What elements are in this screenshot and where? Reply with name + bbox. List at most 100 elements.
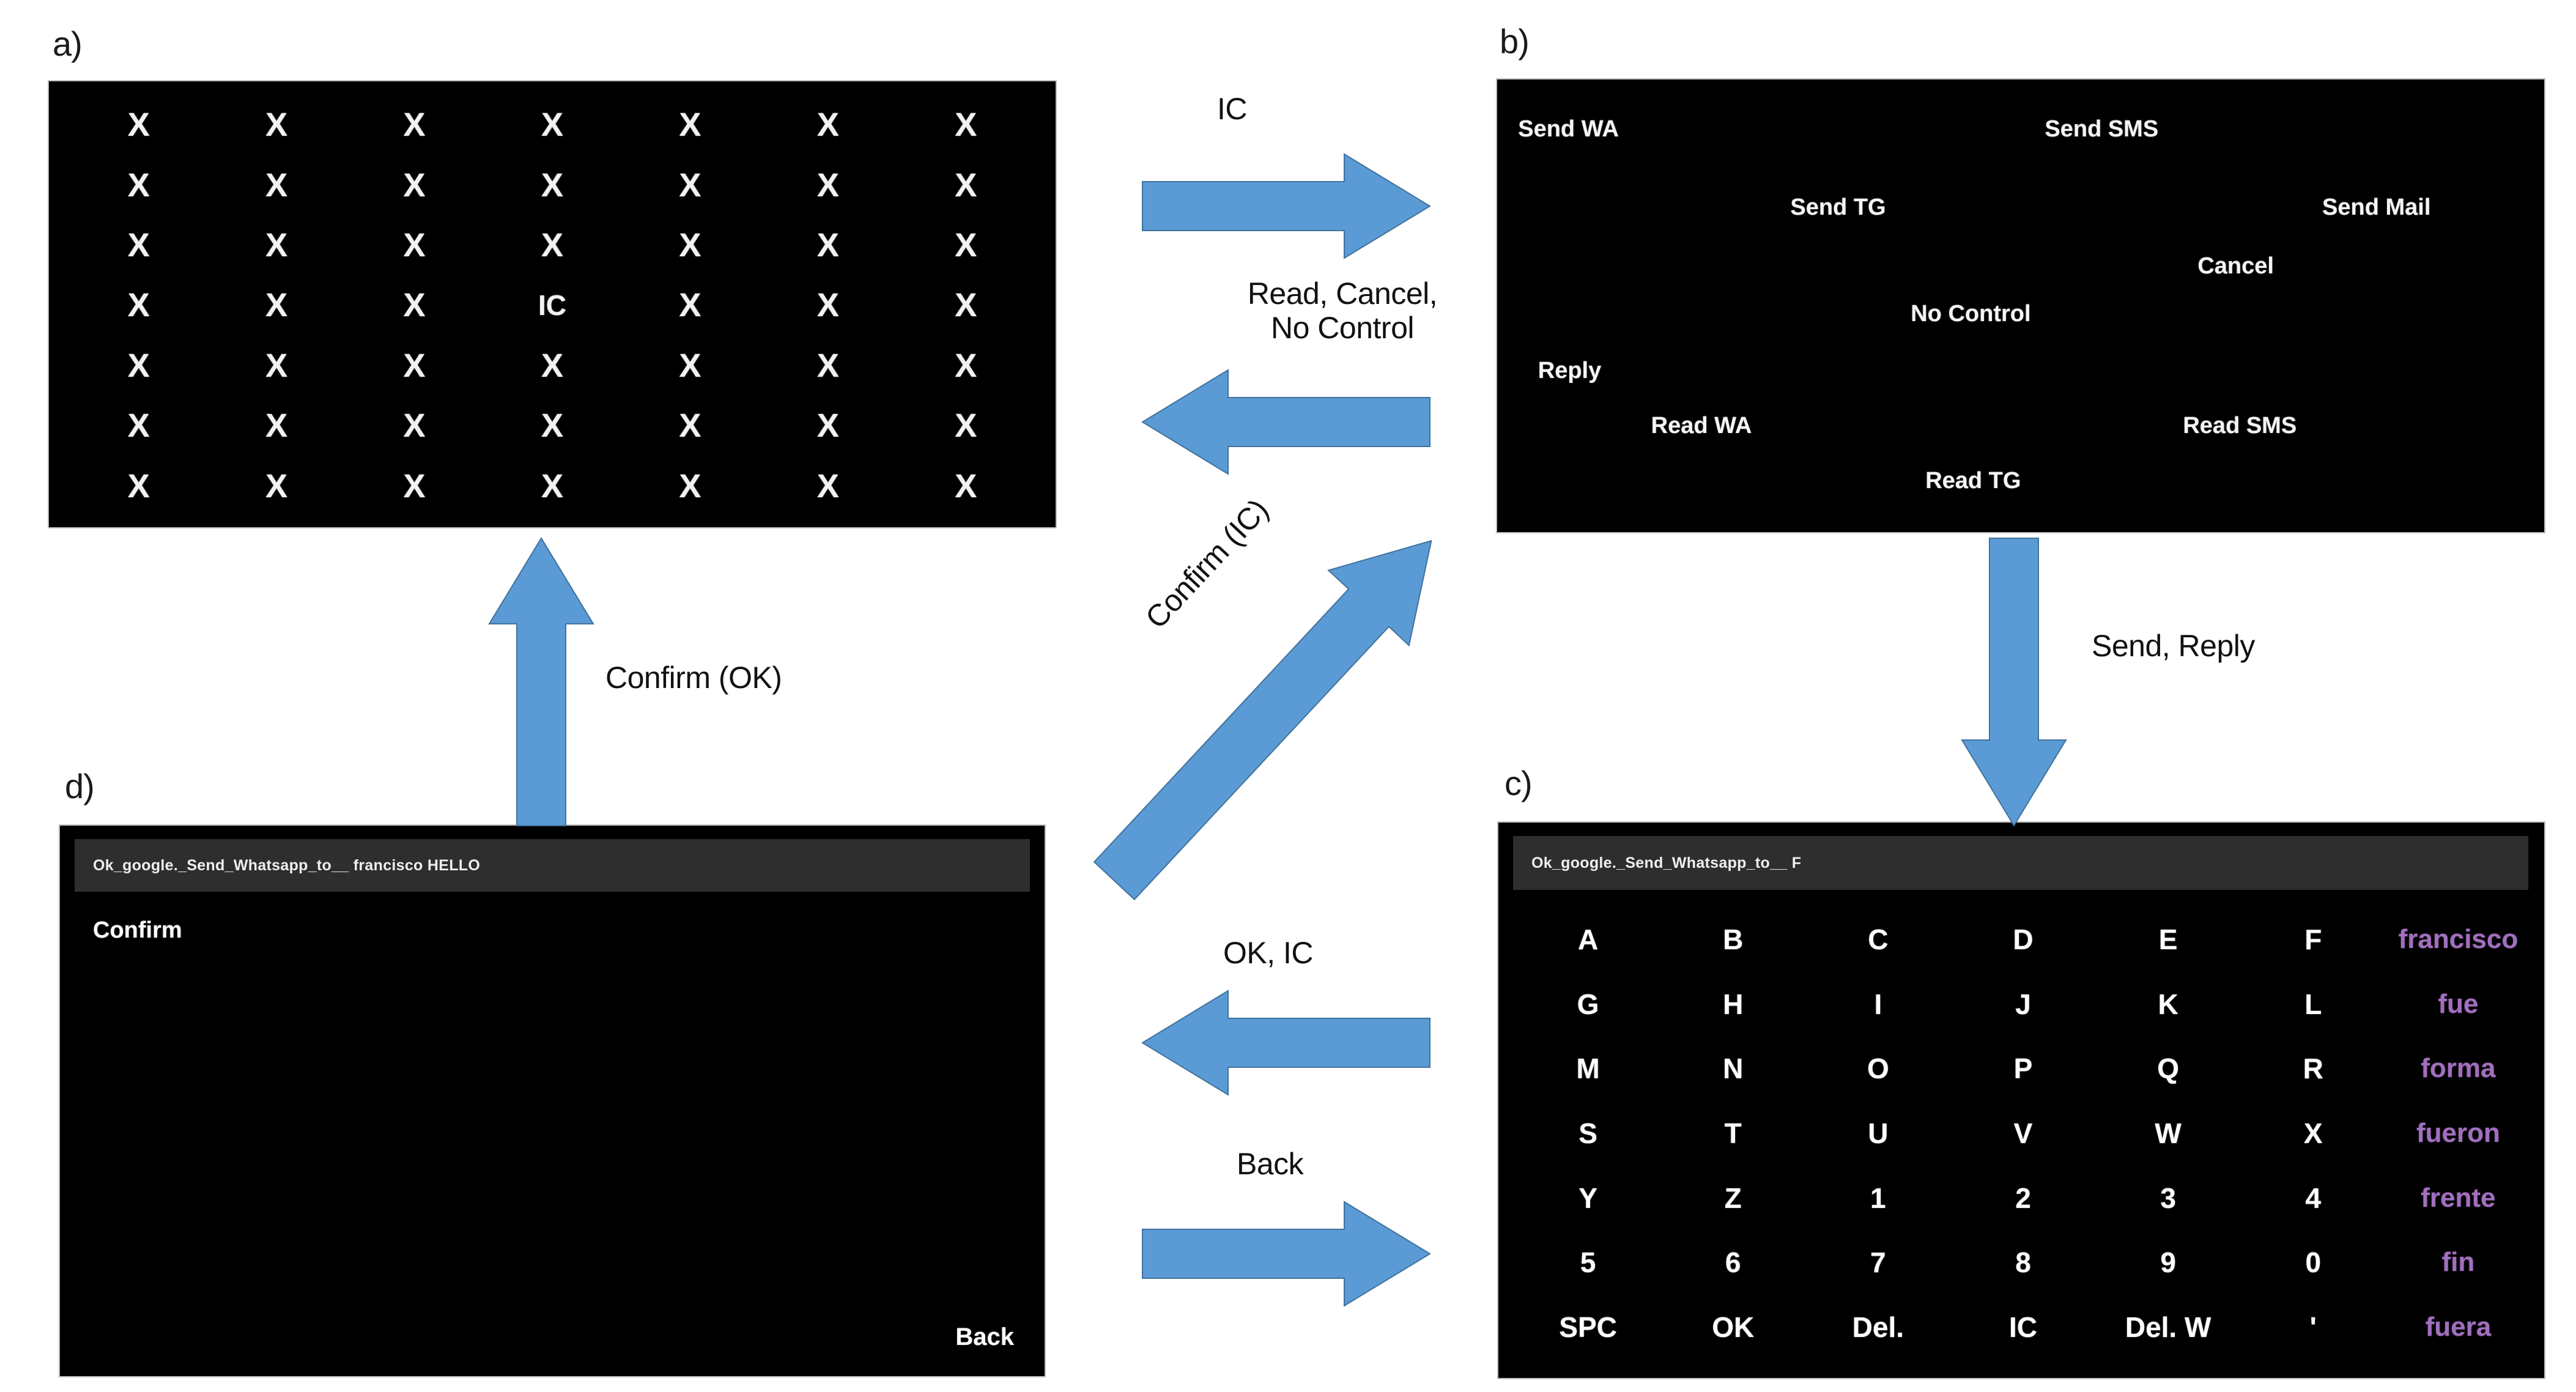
key-x[interactable]: X (2303, 1117, 2323, 1149)
grid-cell-x[interactable]: X (541, 166, 563, 204)
key-spc[interactable]: SPC (1559, 1311, 1617, 1344)
grid-cell-x[interactable]: X (679, 166, 701, 204)
suggestion-fin[interactable]: fin (2441, 1247, 2475, 1278)
key-q[interactable]: Q (2157, 1053, 2180, 1085)
grid-cell-x[interactable]: X (127, 407, 150, 445)
suggestion-frente[interactable]: frente (2421, 1182, 2496, 1213)
grid-cell-x[interactable]: X (127, 106, 150, 144)
key-7[interactable]: 7 (1870, 1246, 1886, 1279)
grid-cell-x[interactable]: X (403, 347, 426, 384)
key-ok[interactable]: OK (1712, 1311, 1755, 1344)
grid-cell-x[interactable]: X (816, 407, 839, 445)
key-u[interactable]: U (1868, 1117, 1889, 1149)
grid-cell-x[interactable]: X (127, 287, 150, 324)
option-read-wa[interactable]: Read WA (1651, 412, 1752, 439)
grid-cell-x[interactable]: X (265, 106, 288, 144)
key-k[interactable]: K (2158, 988, 2178, 1020)
key-i[interactable]: I (1874, 988, 1882, 1020)
key-6[interactable]: 6 (1725, 1246, 1741, 1279)
grid-cell-x[interactable]: X (127, 467, 150, 505)
confirm-option[interactable]: Confirm (93, 917, 182, 943)
grid-cell-x[interactable]: X (816, 347, 839, 384)
grid-cell-x[interactable]: X (816, 106, 839, 144)
grid-cell-x[interactable]: X (265, 407, 288, 445)
option-send-sms[interactable]: Send SMS (2045, 116, 2159, 142)
suggestion-francisco[interactable]: francisco (2398, 924, 2519, 954)
grid-cell-x[interactable]: X (403, 227, 426, 264)
key-5[interactable]: 5 (1580, 1246, 1596, 1279)
key-e[interactable]: E (2158, 923, 2178, 955)
key-0[interactable]: 0 (2305, 1246, 2322, 1279)
option-reply[interactable]: Reply (1538, 357, 1602, 383)
grid-cell-x[interactable]: X (816, 287, 839, 324)
grid-cell-x[interactable]: X (541, 467, 563, 505)
grid-cell-x[interactable]: X (403, 407, 426, 445)
grid-cell-ic[interactable]: IC (538, 289, 566, 322)
grid-cell-x[interactable]: X (679, 407, 701, 445)
grid-cell-x[interactable]: X (816, 227, 839, 264)
grid-cell-x[interactable]: X (127, 227, 150, 264)
grid-cell-x[interactable]: X (403, 106, 426, 144)
suggestion-fueron[interactable]: fueron (2416, 1117, 2500, 1148)
grid-cell-x[interactable]: X (816, 166, 839, 204)
key-s[interactable]: S (1579, 1117, 1597, 1149)
key-4[interactable]: 4 (2305, 1182, 2322, 1214)
key-y[interactable]: Y (1579, 1182, 1597, 1214)
grid-cell-x[interactable]: X (265, 227, 288, 264)
option-cancel[interactable]: Cancel (2197, 253, 2274, 279)
grid-cell-x[interactable]: X (955, 287, 977, 324)
key-l[interactable]: L (2304, 988, 2322, 1020)
key-n[interactable]: N (1723, 1053, 1744, 1085)
grid-cell-x[interactable]: X (265, 287, 288, 324)
suggestion-fuera[interactable]: fuera (2425, 1312, 2492, 1342)
grid-cell-x[interactable]: X (679, 467, 701, 505)
key-apostrophe[interactable]: ' (2309, 1311, 2317, 1344)
key-8[interactable]: 8 (2015, 1246, 2031, 1279)
key-d[interactable]: D (2013, 923, 2034, 955)
grid-cell-x[interactable]: X (955, 347, 977, 384)
key-r[interactable]: R (2303, 1053, 2323, 1085)
grid-cell-x[interactable]: X (816, 467, 839, 505)
grid-cell-x[interactable]: X (955, 166, 977, 204)
option-send-wa[interactable]: Send WA (1518, 116, 1619, 142)
key-9[interactable]: 9 (2160, 1246, 2176, 1279)
option-no-control[interactable]: No Control (1911, 301, 2031, 327)
suggestion-fue[interactable]: fue (2438, 988, 2479, 1019)
grid-cell-x[interactable]: X (679, 347, 701, 384)
option-read-tg[interactable]: Read TG (1925, 467, 2021, 494)
key-1[interactable]: 1 (1870, 1182, 1886, 1214)
option-read-sms[interactable]: Read SMS (2183, 412, 2297, 439)
back-option[interactable]: Back (955, 1324, 1014, 1350)
key-g[interactable]: G (1577, 988, 1599, 1020)
grid-cell-x[interactable]: X (265, 347, 288, 384)
grid-cell-x[interactable]: X (541, 106, 563, 144)
grid-cell-x[interactable]: X (127, 166, 150, 204)
grid-cell-x[interactable]: X (127, 347, 150, 384)
key-f[interactable]: F (2304, 923, 2322, 955)
grid-cell-x[interactable]: X (541, 347, 563, 384)
grid-cell-x[interactable]: X (403, 166, 426, 204)
option-send-mail[interactable]: Send Mail (2322, 194, 2431, 220)
grid-cell-x[interactable]: X (679, 227, 701, 264)
grid-cell-x[interactable]: X (679, 106, 701, 144)
key-a[interactable]: A (1577, 923, 1599, 955)
key-h[interactable]: H (1723, 988, 1744, 1020)
grid-cell-x[interactable]: X (541, 407, 563, 445)
key-z[interactable]: Z (1724, 1182, 1742, 1214)
suggestion-forma[interactable]: forma (2421, 1053, 2496, 1084)
key-m[interactable]: M (1576, 1053, 1600, 1085)
key-del-w[interactable]: Del. W (2125, 1311, 2211, 1344)
key-b[interactable]: B (1723, 923, 1744, 955)
grid-cell-x[interactable]: X (403, 467, 426, 505)
key-ic[interactable]: IC (2008, 1311, 2037, 1344)
key-p[interactable]: P (2013, 1053, 2033, 1085)
key-3[interactable]: 3 (2160, 1182, 2176, 1214)
grid-cell-x[interactable]: X (955, 227, 977, 264)
grid-cell-x[interactable]: X (955, 467, 977, 505)
key-t[interactable]: T (1724, 1117, 1742, 1149)
key-2[interactable]: 2 (2015, 1182, 2031, 1214)
grid-cell-x[interactable]: X (541, 227, 563, 264)
grid-cell-x[interactable]: X (265, 467, 288, 505)
key-v[interactable]: V (2013, 1117, 2033, 1149)
key-j[interactable]: J (2015, 988, 2031, 1020)
